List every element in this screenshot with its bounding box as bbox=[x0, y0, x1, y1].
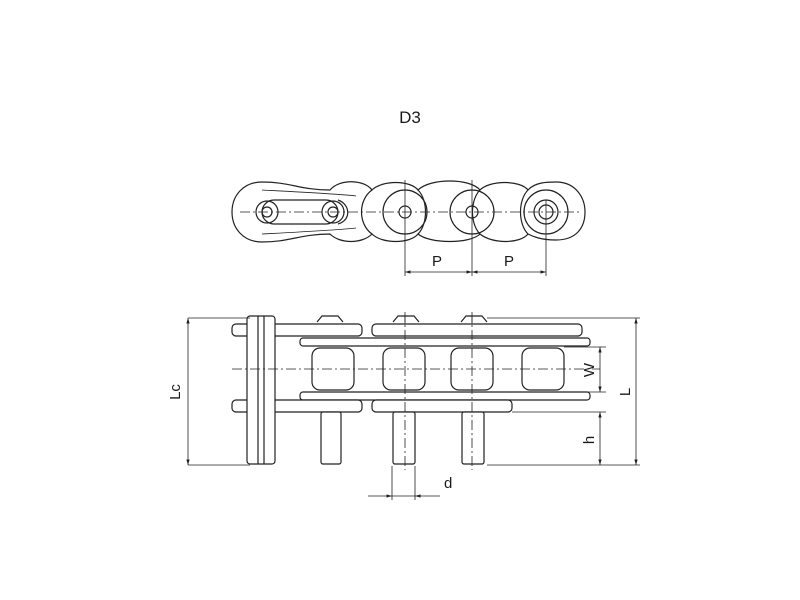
clip bbox=[337, 199, 349, 225]
pitch-label: P bbox=[432, 253, 442, 270]
connecting-pin bbox=[246, 315, 276, 465]
outer-plate bbox=[371, 323, 583, 337]
diagram-title: D3 bbox=[399, 108, 421, 127]
w-label: W bbox=[581, 362, 598, 377]
chain-top-view: Lc L W h d bbox=[167, 312, 640, 500]
outer-plate bbox=[371, 399, 513, 413]
inner-plate bbox=[299, 391, 591, 401]
pitch-label: P bbox=[504, 253, 514, 270]
inner-plate bbox=[299, 337, 591, 347]
l-label: L bbox=[617, 388, 634, 396]
d-label: d bbox=[444, 475, 452, 492]
pin bbox=[320, 411, 342, 465]
pin bbox=[392, 411, 416, 465]
pin bbox=[461, 411, 485, 465]
pin-head bbox=[316, 315, 344, 323]
pin-head bbox=[392, 315, 420, 323]
h-label: h bbox=[581, 436, 598, 444]
pin-head bbox=[460, 315, 488, 323]
lc-label: Lc bbox=[167, 384, 184, 400]
chain-side-view: P P bbox=[231, 180, 586, 276]
